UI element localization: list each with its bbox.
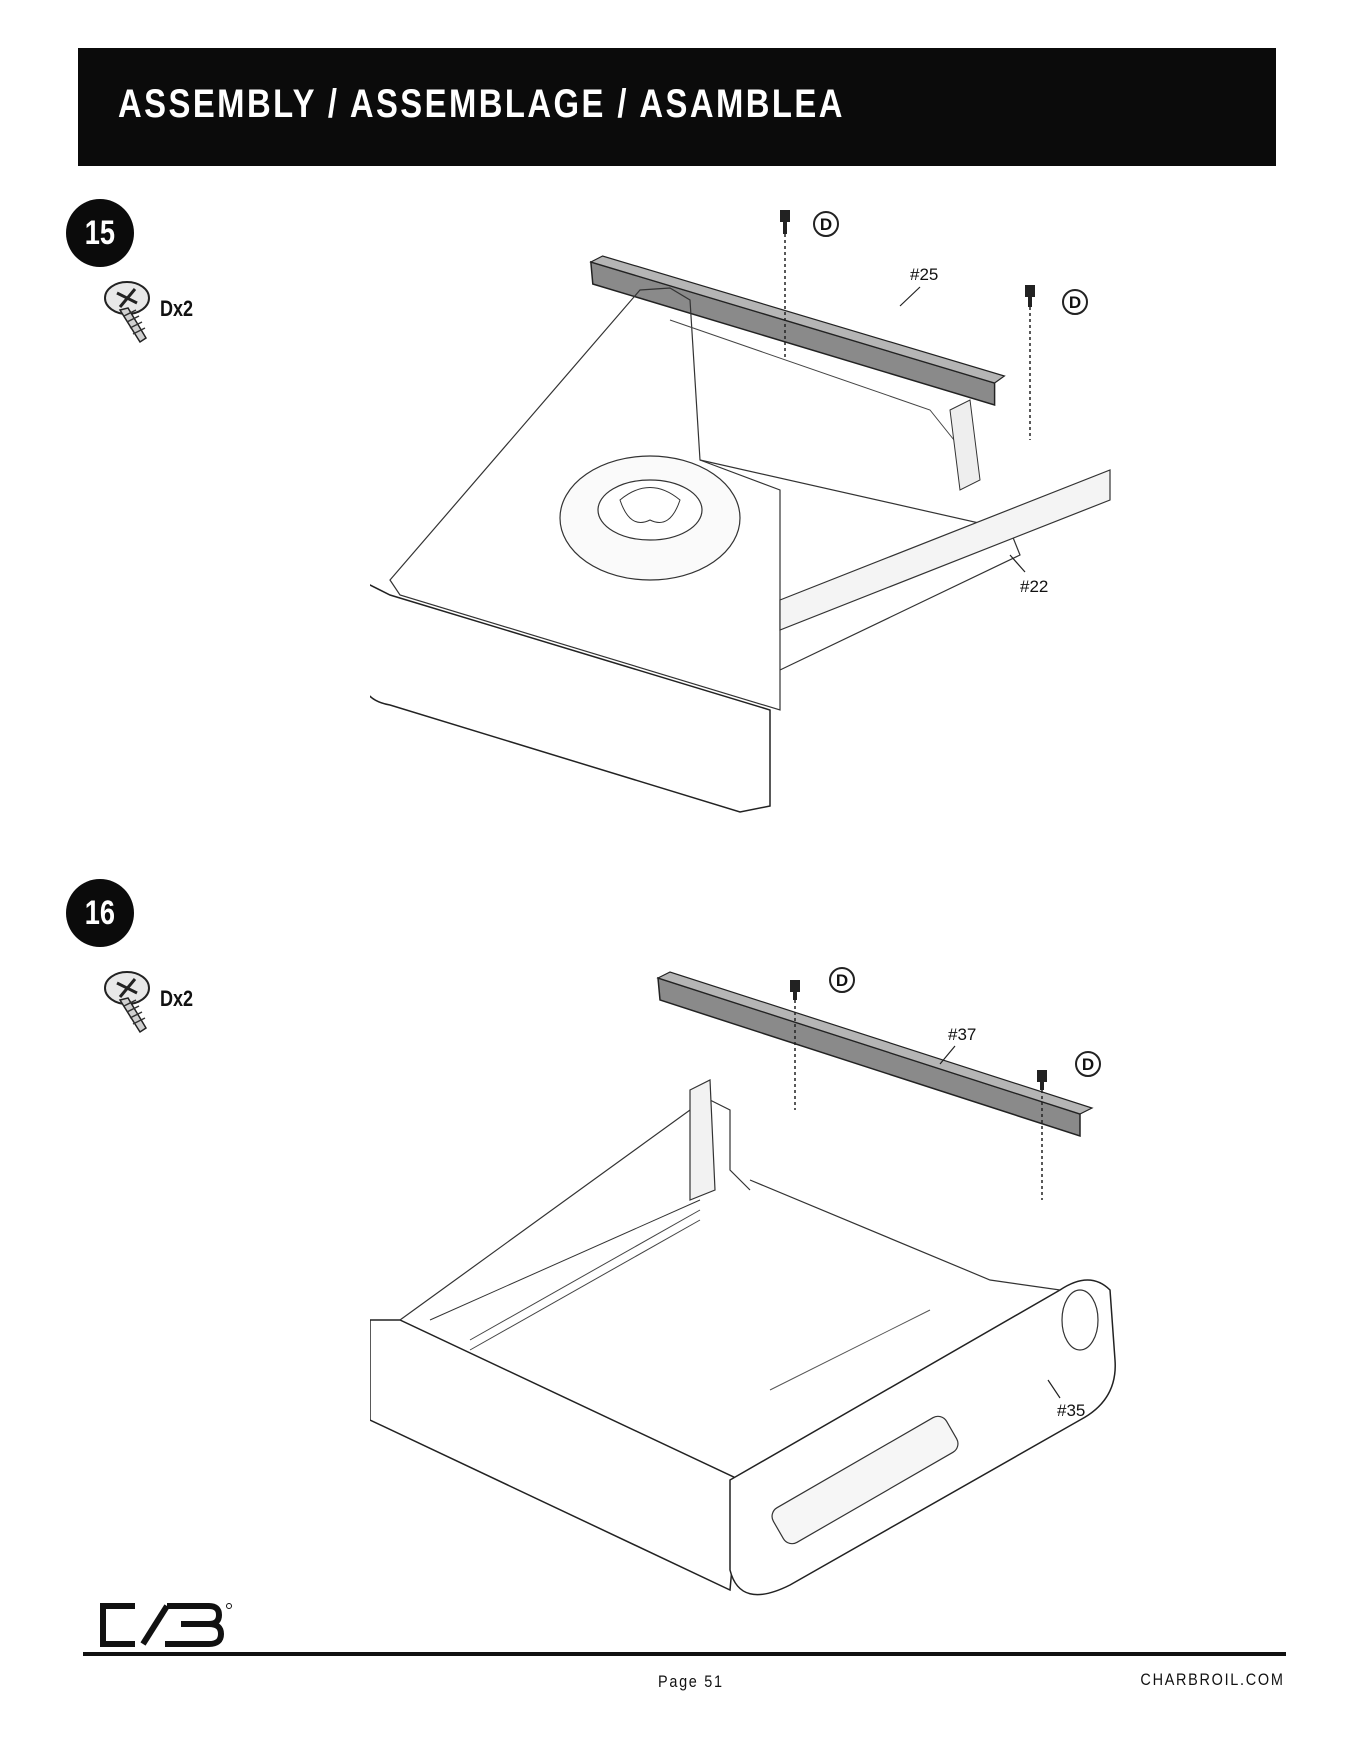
step-number-badge: 15 [66, 199, 134, 267]
screw-icon [100, 970, 160, 1042]
hardware-letter-callout: D [836, 971, 848, 990]
charbroil-logo [95, 1600, 235, 1650]
footer-rule [83, 1652, 1286, 1656]
part-callout-37: #37 [948, 1025, 976, 1044]
step-number: 15 [85, 214, 115, 253]
page-title: ASSEMBLY / ASSEMBLAGE / ASAMBLEA [118, 82, 845, 127]
part-callout-22: #22 [1020, 577, 1048, 596]
step-number-badge: 16 [66, 879, 134, 947]
hardware-quantity: Dx2 [160, 296, 193, 322]
header-bar: ASSEMBLY / ASSEMBLAGE / ASAMBLEA [78, 48, 1276, 166]
page-number: Page 51 [658, 1672, 724, 1692]
part-callout-25: #25 [910, 265, 938, 284]
assembly-diagram-step-15: D D #25 #22 [370, 200, 1130, 830]
hardware-letter-callout: D [1069, 293, 1081, 312]
step-number: 16 [85, 894, 115, 933]
website-link: CHARBROIL.COM [1141, 1670, 1285, 1690]
hardware-letter-callout: D [820, 215, 832, 234]
hardware-letter-callout: D [1082, 1055, 1094, 1074]
assembly-diagram-step-16: D D #37 #35 [370, 960, 1150, 1600]
hardware-quantity: Dx2 [160, 986, 193, 1012]
part-callout-35: #35 [1057, 1401, 1085, 1420]
screw-icon [100, 280, 160, 352]
